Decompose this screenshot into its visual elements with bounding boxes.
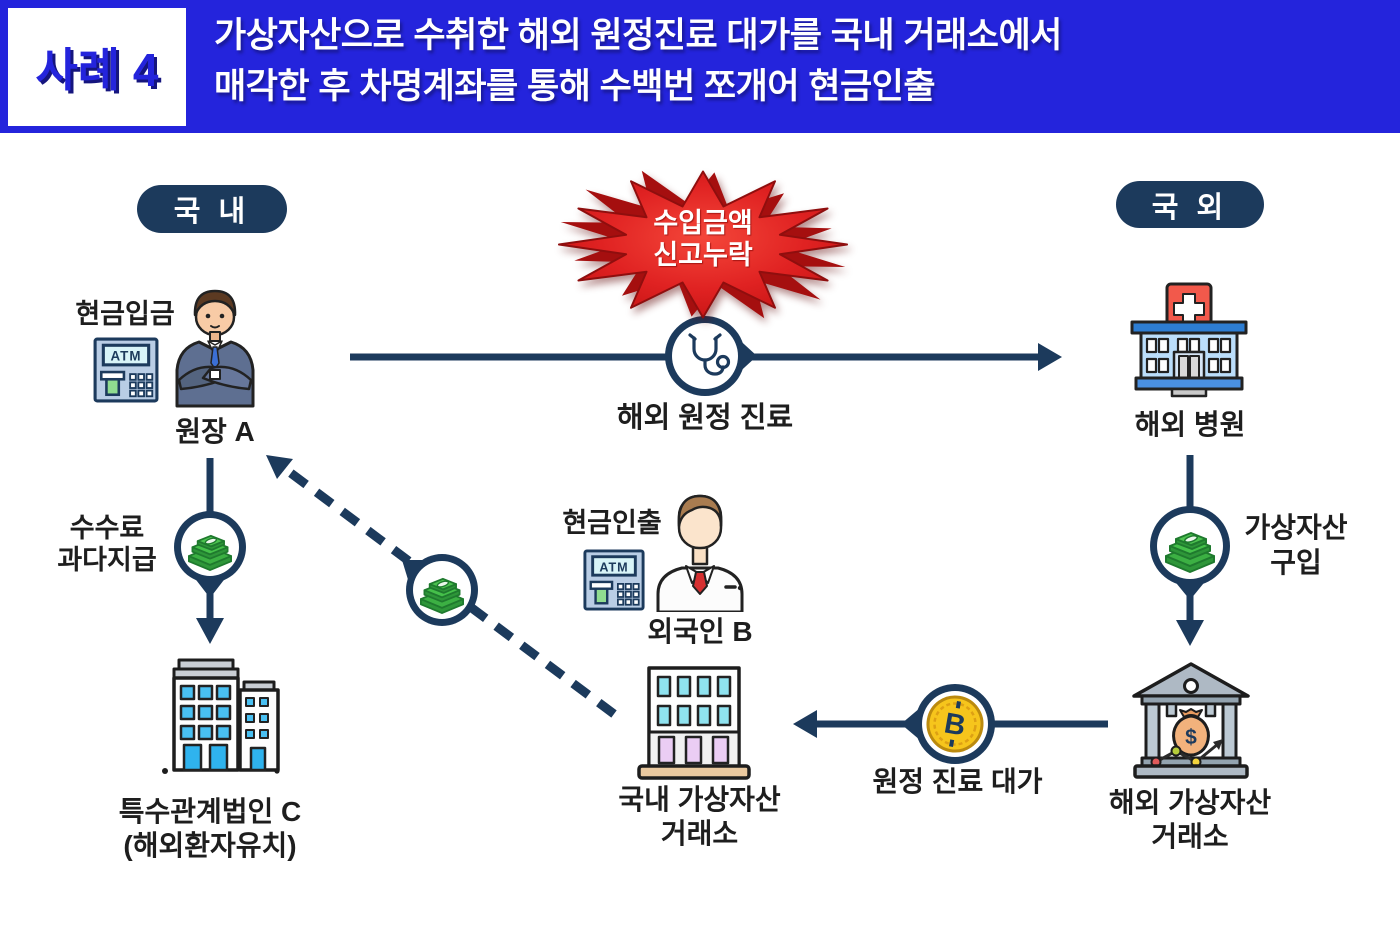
related-corp-line2: (해외환자유치)	[123, 829, 297, 861]
domestic-exchange-building-icon	[637, 666, 751, 780]
region-domestic-label: 국 내	[173, 196, 251, 228]
alert-line2: 신고누락	[653, 240, 753, 271]
hospital-label: 해외 병원	[1134, 409, 1246, 440]
foreigner-label: 외국인 B	[647, 616, 753, 647]
related-corp-line1: 특수관계법인 C	[118, 796, 302, 827]
overseas-exchange-label: 해외 가상자산 거래소	[1095, 786, 1285, 853]
related-corp-label: 특수관계법인 C (해외환자유치)	[100, 795, 320, 862]
case-badge: 사례 4	[4, 4, 190, 130]
stethoscope-icon	[688, 333, 731, 376]
director-person-icon	[175, 289, 255, 408]
bitcoin-icon: B	[926, 695, 984, 753]
overseas-exchange-bank-icon: $	[1132, 662, 1250, 779]
fee-overpayment-label: 수수료 과다지급	[48, 512, 166, 577]
fee-line2: 과다지급	[57, 545, 157, 576]
crypto-purchase-line1: 가상자산	[1244, 512, 1348, 543]
crypto-purchase-label: 가상자산 구입	[1233, 510, 1359, 580]
bitcoin-marker: B	[901, 684, 995, 764]
money-marker-cash	[402, 554, 478, 626]
domestic-exchange-line1: 국내 가상자산	[618, 784, 781, 815]
overseas-exchange-line2: 거래소	[1151, 820, 1229, 852]
region-overseas-label: 국 외	[1151, 191, 1229, 224]
cash-withdraw-tag: 현금인출	[562, 508, 662, 538]
header-bar	[0, 0, 1400, 133]
hospital-icon	[1130, 282, 1248, 398]
alert-burst	[557, 170, 849, 319]
page-title: 가상자산으로 수취한 해외 원정진료 대가를 국내 거래소에서 매각한 후 차명…	[214, 11, 1394, 113]
alert-burst-text: 수입금액 신고누락	[593, 207, 813, 272]
crypto-purchase-line2: 구입	[1270, 547, 1322, 578]
atm-icon-foreigner: ATM	[583, 549, 645, 611]
atm-icon-director: ATM	[93, 337, 159, 403]
medical-trip-label: 해외 원정 진료	[616, 402, 794, 434]
page-title-line2: 매각한 후 차명계좌를 통해 수백번 쪼개어 현금인출	[214, 66, 936, 106]
domestic-exchange-label: 국내 가상자산 거래소	[607, 783, 792, 850]
atm-screen-text: ATM	[599, 560, 628, 574]
case-badge-label: 사례 4	[35, 44, 159, 96]
domestic-exchange-line2: 거래소	[660, 817, 739, 849]
overseas-exchange-line1: 해외 가상자산	[1108, 787, 1272, 818]
region-pill-overseas: 국 외	[1116, 181, 1264, 228]
atm-screen-text: ATM	[110, 349, 141, 364]
money-marker-fee	[174, 511, 246, 598]
page-title-line1: 가상자산으로 수취한 해외 원정진료 대가를 국내 거래소에서	[214, 16, 1062, 55]
cash-deposit-tag: 현금입금	[75, 299, 175, 329]
stethoscope-marker	[665, 316, 757, 396]
fee-line1: 수수료	[69, 513, 145, 543]
foreigner-person-icon	[656, 494, 744, 612]
money-bag-dollar: $	[1185, 726, 1197, 749]
alert-line1: 수입금액	[653, 208, 753, 238]
director-label: 원장 A	[175, 416, 255, 447]
region-pill-domestic: 국 내	[137, 185, 287, 233]
treatment-payment-label: 원정 진료 대가	[872, 766, 1043, 797]
related-corp-buildings-icon	[162, 658, 280, 774]
money-marker-crypto-purchase	[1150, 506, 1230, 600]
